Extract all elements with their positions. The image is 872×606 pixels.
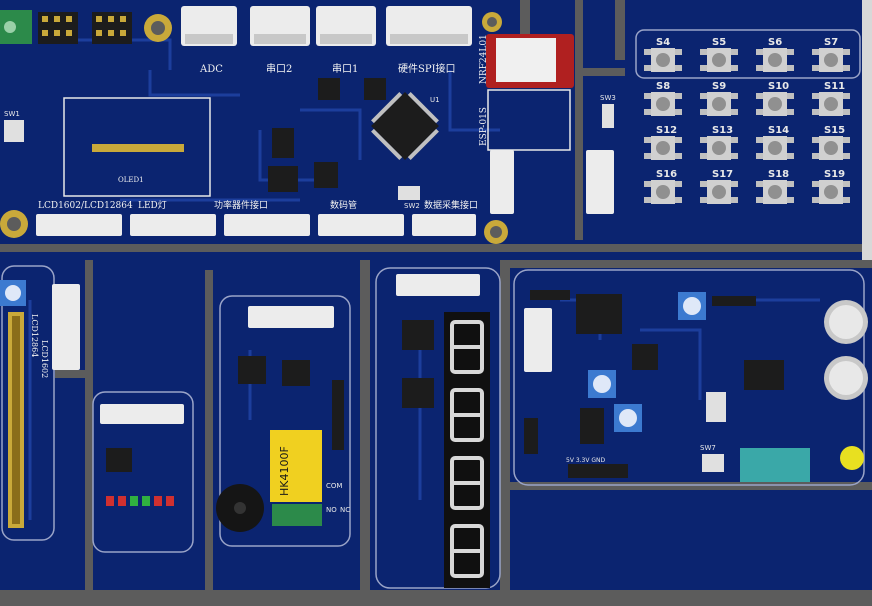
top-right-header: [712, 296, 756, 306]
key-s12: S12: [644, 125, 682, 160]
label-uart2: 串口2: [266, 63, 292, 75]
key-label-s19: S19: [824, 169, 845, 180]
key-s6: S6: [756, 37, 794, 72]
label-nrf: NRF24L01: [479, 34, 489, 84]
label-nc: NC: [340, 506, 350, 514]
label-data: 数据采集接口: [424, 199, 478, 211]
label-lcd-vertical: LCD12864: [30, 314, 39, 357]
electrolytic-capacitors: [824, 300, 868, 400]
led-array: [106, 496, 174, 506]
label-oled: OLED1: [118, 176, 144, 184]
oled-display: [63, 97, 211, 197]
key-label-s14: S14: [768, 125, 789, 136]
label-com: COM: [326, 482, 342, 490]
dip-switch: [706, 392, 726, 422]
key-label-s16: S16: [656, 169, 677, 180]
sw3-switch: [602, 104, 614, 128]
key-s17: S17: [700, 169, 738, 204]
lcd-pin-header: [8, 312, 24, 528]
mid-right-header: [530, 290, 570, 300]
sw1-switch: [4, 120, 24, 142]
key-label-s17: S17: [712, 169, 733, 180]
key-label-s9: S9: [712, 81, 726, 92]
key-label-s12: S12: [656, 125, 677, 136]
label-sw2: SW2: [404, 202, 420, 210]
key-s13: S13: [700, 125, 738, 160]
sensor-module: [740, 448, 810, 482]
key-s19: S19: [812, 169, 850, 204]
mcu-chip: [371, 92, 439, 160]
mounting-holes: [0, 12, 508, 244]
key-s14: S14: [756, 125, 794, 160]
key-label-s13: S13: [712, 125, 733, 136]
label-sw3: SW3: [600, 94, 616, 102]
seven-segment-display: [444, 312, 490, 588]
label-sw1: SW1: [4, 110, 20, 118]
key-label-s7: S7: [824, 37, 838, 48]
label-esp: ESP-01S: [479, 107, 489, 146]
trimmers: [0, 280, 706, 432]
key-label-s15: S15: [824, 125, 845, 136]
label-adc: ADC: [199, 64, 223, 75]
traces: [28, 38, 820, 520]
key-label-s18: S18: [768, 169, 789, 180]
key-s15: S15: [812, 125, 850, 160]
key-s9: S9: [700, 81, 738, 116]
sw7-switch: [702, 454, 724, 472]
mid-connectors: [36, 150, 614, 424]
silkscreen-labels: ADC 串口2 串口1 硬件SPI接口 NRF24L01 ESP-01S OLE…: [4, 34, 716, 514]
outer-light-region: [862, 0, 872, 260]
power-header: [568, 464, 628, 478]
relay: [270, 430, 322, 502]
key-s7: S7: [812, 37, 850, 72]
key-s16: S16: [644, 169, 682, 204]
label-sw7: SW7: [700, 444, 716, 452]
label-spi: 硬件SPI接口: [398, 62, 456, 75]
key-s4: S4: [644, 37, 682, 72]
key-s5: S5: [700, 37, 738, 72]
relay-terminal: [272, 504, 322, 526]
key-s10: S10: [756, 81, 794, 116]
key-label-s5: S5: [712, 37, 726, 48]
label-relay: HK4100F: [278, 446, 291, 496]
label-u1: U1: [430, 96, 440, 104]
key-label-s10: S10: [768, 81, 789, 92]
top-pin-headers: [38, 12, 132, 44]
side-header: [524, 418, 538, 454]
top-connectors: [181, 6, 472, 46]
label-lcd: LCD1602/LCD12864: [38, 201, 133, 211]
key-label-s4: S4: [656, 37, 670, 48]
esp-module: [487, 89, 571, 151]
yellow-led: [840, 446, 864, 470]
relay-header: [332, 380, 344, 450]
key-s8: S8: [644, 81, 682, 116]
label-lcd-vertical-2: LCD1602: [40, 340, 49, 378]
sub-board-outlines: [1, 29, 865, 589]
label-power: 功率器件接口: [214, 199, 268, 211]
label-digit: 数码管: [330, 199, 357, 211]
key-label-s6: S6: [768, 37, 782, 48]
label-led: LED灯: [138, 200, 167, 211]
label-power-header: 5V 3.3V GND: [566, 457, 606, 464]
small-chips: [106, 78, 784, 472]
label-no: NO: [326, 506, 337, 514]
label-uart1: 串口1: [332, 63, 358, 75]
key-label-s8: S8: [656, 81, 670, 92]
key-s18: S18: [756, 169, 794, 204]
sw2-switch: [398, 186, 420, 200]
key-s11: S11: [812, 81, 850, 116]
key-label-s11: S11: [824, 81, 845, 92]
